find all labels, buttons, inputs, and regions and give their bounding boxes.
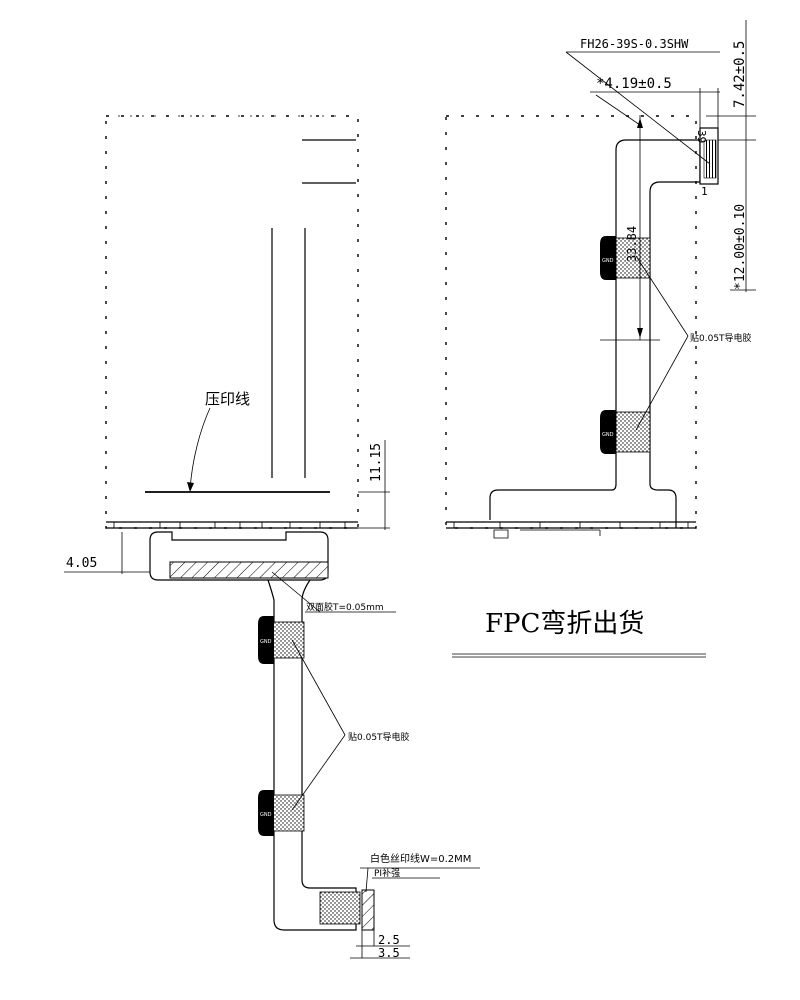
- right-view: GND GND 39 1 33.84 贴0.05T导电胶 7.42±0.5 *1…: [445, 20, 756, 539]
- gnd-label-4: GND: [602, 432, 614, 438]
- drawing-title: FPC弯折出货: [485, 609, 644, 639]
- gnd-label-1: GND: [260, 639, 272, 645]
- gnd-pad-2: [258, 790, 274, 836]
- silkscreen-label: 白色丝印线W=0.2MM: [370, 852, 471, 865]
- dim-2-5: 2.5: [378, 933, 400, 947]
- press-line-label: 压印线: [205, 390, 250, 408]
- left-view: 压印线 11.15 4.05 GND GND 双面胶T=0.05mm 贴0: [64, 115, 480, 960]
- pi-stiffener-label: PI补强: [374, 867, 400, 879]
- left-panel-outline: [105, 115, 359, 529]
- left-fpc-header: [149, 531, 329, 581]
- dim-11-15: 11.15: [369, 443, 384, 482]
- connector-pins: [703, 139, 717, 179]
- dim-4-19: *4.19±0.5: [596, 76, 672, 92]
- pi-stiffener-bar: [361, 889, 375, 931]
- connector-part-label: FH26-39S-0.3SHW: [580, 37, 689, 51]
- pin-1: 1: [701, 185, 708, 198]
- left-bottom-pad: [319, 891, 361, 925]
- gnd-pad-1: [258, 616, 274, 664]
- dim-33-84: 33.84: [625, 226, 639, 262]
- double-sided-tape-area: [169, 561, 329, 579]
- dim-7-42: 7.42±0.5: [732, 41, 748, 108]
- dim-4-05: 4.05: [66, 556, 97, 571]
- left-conductive-label: 贴0.05T导电胶: [348, 731, 410, 743]
- double-tape-label: 双面胶T=0.05mm: [306, 601, 384, 613]
- right-panel-outline: [445, 115, 697, 529]
- gnd-label-2: GND: [260, 812, 272, 818]
- gnd-pad-3: [600, 236, 616, 280]
- pin-39: 39: [695, 130, 708, 143]
- gnd-label-3: GND: [602, 258, 614, 264]
- gnd-pad-4: [600, 410, 616, 454]
- right-conductive-tape-2: [615, 411, 651, 453]
- right-conductive-label: 贴0.05T导电胶: [690, 332, 752, 344]
- dim-12-00: *12.00±0.10: [733, 204, 748, 290]
- dim-3-5: 3.5: [378, 946, 400, 960]
- right-conductive-tape-1: [615, 237, 651, 279]
